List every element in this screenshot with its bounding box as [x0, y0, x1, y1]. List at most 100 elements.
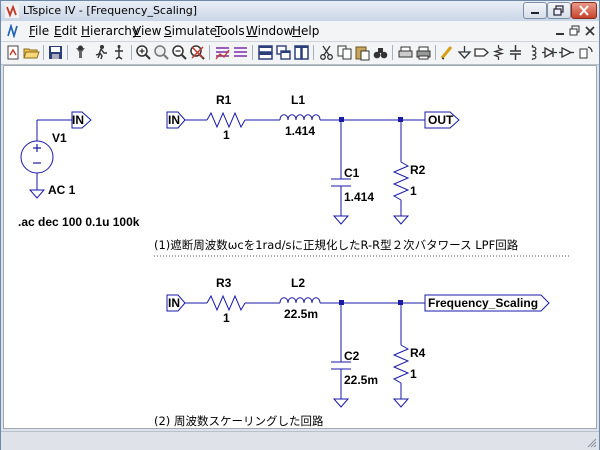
- net-flag-out[interactable]: [424, 111, 460, 129]
- resistor-button[interactable]: [490, 44, 507, 61]
- close-button[interactable]: [571, 2, 597, 19]
- capacitor-button[interactable]: [507, 44, 524, 61]
- ac-directive[interactable]: .ac dec 100 0.1u 100k: [18, 215, 140, 229]
- net-label-out: OUT: [428, 113, 454, 127]
- v1-value: AC 1: [48, 183, 76, 197]
- v1-name: V1: [52, 131, 67, 145]
- halt-button[interactable]: [111, 44, 128, 61]
- junction-dot: [339, 300, 344, 305]
- capacitor-icon: [510, 45, 521, 60]
- run-button[interactable]: [93, 44, 110, 61]
- zoom-in-button[interactable]: [135, 44, 152, 61]
- cut-button[interactable]: [318, 44, 335, 61]
- net-flag-in-2[interactable]: [166, 294, 186, 312]
- resistor-icon: [492, 45, 505, 60]
- rotate-icon: [579, 46, 593, 59]
- autorange-y-button[interactable]: [232, 44, 249, 61]
- label-net-button[interactable]: [473, 44, 490, 61]
- r1-name: R1: [216, 93, 232, 107]
- toolbar-separator: [392, 45, 393, 60]
- zoom-cancel-icon: [190, 45, 205, 60]
- copy-button[interactable]: [336, 44, 353, 61]
- schematic-canvas[interactable]: IN V1 AC 1 .ac dec 100 0.1u 100k IN R1 1…: [3, 65, 597, 429]
- ground-c2: [332, 398, 350, 408]
- doc-close-icon[interactable]: [583, 24, 597, 38]
- save-button[interactable]: [47, 44, 64, 61]
- menu-file[interactable]: File: [29, 24, 49, 38]
- copy-icon: [337, 45, 352, 60]
- l2-name: L2: [291, 276, 305, 290]
- save-icon: [49, 46, 62, 59]
- toolbar-separator: [131, 45, 132, 60]
- open-button[interactable]: [23, 44, 40, 61]
- zoom-cancel-button[interactable]: [189, 44, 206, 61]
- component-button[interactable]: [558, 44, 575, 61]
- paste-button[interactable]: [354, 44, 371, 61]
- print-setup-button[interactable]: [397, 44, 414, 61]
- tile-horizontal-icon: [258, 45, 273, 60]
- menu-help[interactable]: Help: [292, 24, 319, 38]
- print-button[interactable]: [415, 44, 432, 61]
- doc-minimize-icon[interactable]: [553, 24, 567, 38]
- c2-capacitor[interactable]: [331, 361, 351, 399]
- tile-vertical-icon: [294, 45, 309, 60]
- r2-resistor[interactable]: [392, 161, 410, 201]
- r4-resistor[interactable]: [392, 344, 410, 384]
- r3-name: R3: [216, 276, 232, 290]
- doc-restore-icon[interactable]: [568, 24, 582, 38]
- maximize-button[interactable]: [547, 2, 571, 19]
- l1-inductor[interactable]: [279, 114, 321, 121]
- zoom-out-button[interactable]: [171, 44, 188, 61]
- net-flag-in-v1[interactable]: [71, 111, 92, 129]
- l1-name: L1: [291, 93, 305, 107]
- diode-button[interactable]: [541, 44, 558, 61]
- net-flag-in-1[interactable]: [166, 111, 186, 129]
- menu-hierarchy[interactable]: Hierarchy: [81, 24, 139, 38]
- document-icon[interactable]: [6, 24, 20, 38]
- r3-resistor[interactable]: [206, 294, 246, 312]
- menu-simulate[interactable]: Simulate: [164, 24, 217, 38]
- r1-resistor[interactable]: [206, 111, 246, 129]
- menu-edit[interactable]: Edit: [54, 24, 77, 38]
- r2-name: R2: [410, 163, 426, 177]
- menu-tools[interactable]: Tools: [215, 24, 245, 38]
- l2-inductor[interactable]: [279, 297, 321, 304]
- rotate-button[interactable]: [577, 44, 594, 61]
- inductor-button[interactable]: [524, 44, 541, 61]
- resize-grip-icon[interactable]: [587, 438, 597, 448]
- toolbar-separator: [43, 45, 44, 60]
- restore-icon: [553, 5, 564, 16]
- zoom-out-icon: [172, 45, 187, 60]
- menu-help-mnemonic: H: [292, 24, 302, 38]
- title-bar[interactable]: LTspice IV - [Frequency_Scaling]: [1, 1, 599, 22]
- c1-capacitor[interactable]: [331, 178, 351, 216]
- menu-window[interactable]: Window: [246, 24, 293, 38]
- r4-name: R4: [410, 346, 426, 360]
- menu-view[interactable]: View: [133, 24, 161, 38]
- draw-wire-icon: [440, 46, 453, 60]
- run-icon: [95, 45, 107, 60]
- window-title: LTspice IV - [Frequency_Scaling]: [23, 4, 198, 17]
- draw-wire-button[interactable]: [439, 44, 456, 61]
- net-flag-frequency-scaling[interactable]: [424, 294, 550, 312]
- pan-button[interactable]: [153, 44, 170, 61]
- minimize-button[interactable]: [523, 2, 547, 19]
- find-button[interactable]: [372, 44, 389, 61]
- toolbar-separator: [252, 45, 253, 60]
- minimize-icon: [531, 12, 539, 14]
- cascade-button[interactable]: [275, 44, 292, 61]
- tile-vertical-button[interactable]: [293, 44, 310, 61]
- ground-v1: [28, 189, 46, 199]
- l2-value: 22.5m: [284, 307, 318, 321]
- r2-value: 1: [410, 184, 417, 198]
- tile-horizontal-button[interactable]: [257, 44, 274, 61]
- control-panel-button[interactable]: [72, 44, 89, 61]
- menu-view-mnemonic: V: [133, 24, 141, 38]
- new-schematic-button[interactable]: [5, 44, 22, 61]
- menu-help-label: elp: [301, 24, 320, 38]
- v1-voltage-source[interactable]: [20, 120, 54, 190]
- ground-button[interactable]: [456, 44, 473, 61]
- menu-window-mnemonic: W: [246, 24, 258, 38]
- autorange-button[interactable]: [214, 44, 231, 61]
- halt-icon: [115, 45, 123, 60]
